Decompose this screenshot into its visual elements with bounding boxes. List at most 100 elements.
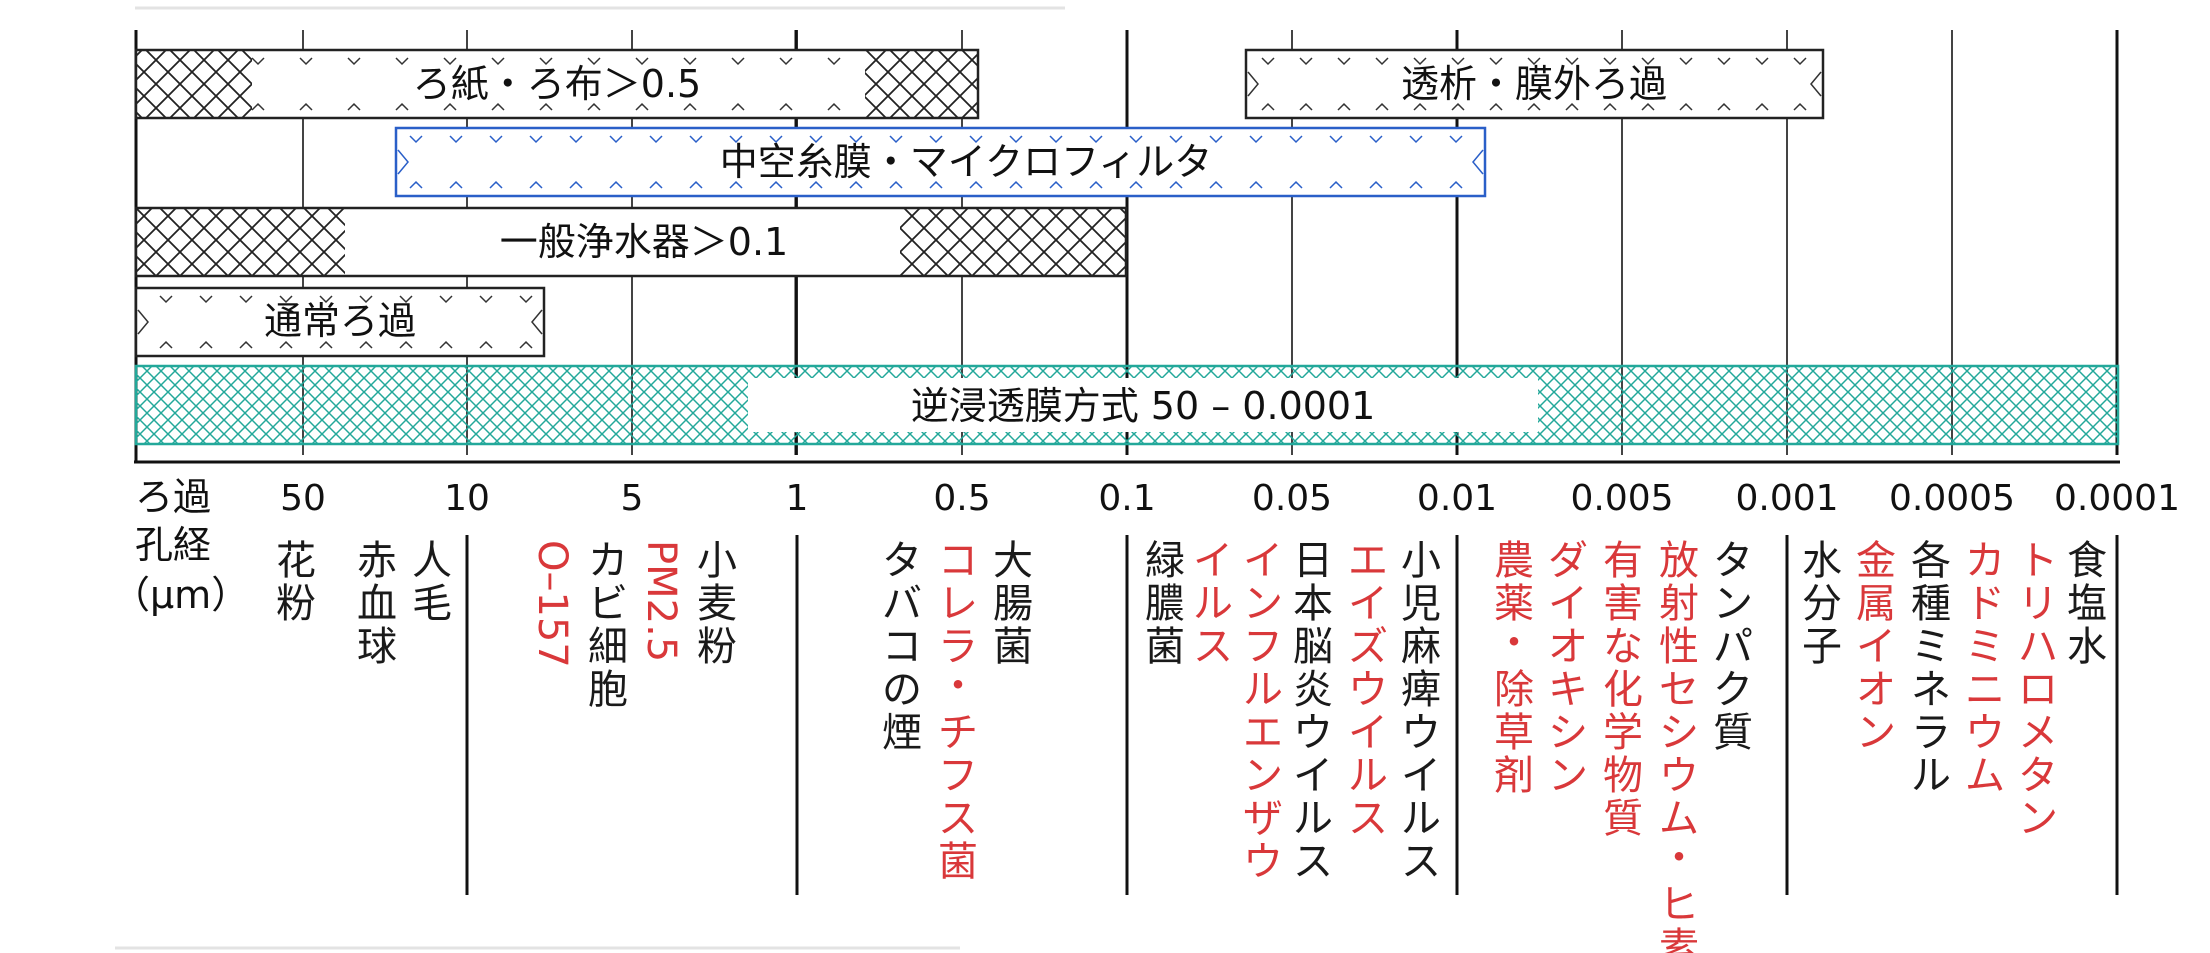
tick-label: 0.0005 <box>1889 478 2015 519</box>
item-char: タ <box>1713 538 1753 584</box>
scale-title-line-1: ろ過 <box>135 475 211 519</box>
item-char: の <box>882 667 922 713</box>
item-char: 質 <box>1713 710 1753 756</box>
item-char: シ <box>1659 710 1699 756</box>
item-char: コ <box>882 624 922 670</box>
item-char: ニ <box>1965 667 2005 713</box>
item-sekkekkyu: 赤血球 <box>357 538 397 670</box>
item-char: 分 <box>1802 581 1842 627</box>
item-char: 痺 <box>1401 667 1441 713</box>
item-char: ン <box>1856 710 1896 756</box>
item-char: 物 <box>1603 753 1643 799</box>
item-char: 大 <box>993 538 1033 584</box>
item-char: 菌 <box>1145 624 1185 670</box>
item-char: オ <box>1856 667 1896 713</box>
item-kafun: 花粉 <box>276 538 316 627</box>
item-char: ム <box>1965 753 2005 799</box>
item-char: ス <box>1348 796 1388 842</box>
item-char: 胞 <box>588 667 628 713</box>
tick-label: 0.1 <box>1098 478 1155 519</box>
item-char: 質 <box>1603 796 1643 842</box>
item-char: 腸 <box>993 581 1033 627</box>
lower-dividers <box>465 535 2119 895</box>
item-char: ル <box>1293 796 1333 842</box>
item-char: 粉 <box>276 581 316 627</box>
item-char: 本 <box>1293 581 1333 627</box>
tick-label: 0.05 <box>1252 478 1332 519</box>
item-char: ス <box>1401 839 1441 885</box>
item-char: 脳 <box>1293 624 1333 670</box>
tick-label: 0.5 <box>933 478 990 519</box>
item-char: シ <box>1548 710 1588 756</box>
item-char: タ <box>882 538 922 584</box>
item-pm25: PM2.5 <box>638 540 684 662</box>
item-char: 水 <box>2067 624 2107 670</box>
item-char: ル <box>1348 753 1388 799</box>
item-char: バ <box>882 581 922 627</box>
item-char: 花 <box>276 538 316 584</box>
item-char: ザ <box>1243 796 1283 842</box>
item-komugi: 小麦粉 <box>697 538 737 670</box>
item-char: カ <box>1965 538 2005 584</box>
item-char: メ <box>2018 710 2058 756</box>
tick-label: 0.0001 <box>2054 478 2180 519</box>
item-ryokunokin: 緑膿菌 <box>1145 538 1185 670</box>
item-char: ル <box>1911 753 1951 799</box>
item-char: 炎 <box>1293 667 1333 713</box>
item-char: フ <box>938 753 978 799</box>
item-char: 剤 <box>1494 753 1534 799</box>
filter-paper-label: ろ紙・ろ布＞0.5 <box>413 62 701 106</box>
item-noyaku: 農薬・除草剤 <box>1494 538 1534 799</box>
item-char: ハ <box>2018 624 2058 670</box>
item-char: 球 <box>357 624 397 670</box>
item-char: ダ <box>1548 538 1588 584</box>
item-char: ン <box>1713 581 1753 627</box>
item-char: 属 <box>1856 581 1896 627</box>
filter-bar-general: 一般浄水器＞0.1 <box>134 206 1128 278</box>
tick-label: 0.01 <box>1417 478 1497 519</box>
item-char: 射 <box>1659 581 1699 627</box>
item-char: イ <box>1548 581 1588 627</box>
item-char: キ <box>1548 667 1588 713</box>
filter-bar-dialysis: 透析・膜外ろ過 <box>1244 48 1825 120</box>
item-char: ズ <box>1348 624 1388 670</box>
item-char: 各 <box>1911 538 1951 584</box>
item-char: 煙 <box>882 710 922 756</box>
item-char: 赤 <box>357 538 397 584</box>
item-char: 学 <box>1603 710 1643 756</box>
item-char: 細 <box>588 624 628 670</box>
item-char: ウ <box>1293 710 1333 756</box>
item-char: 児 <box>1401 581 1441 627</box>
filter-hollow-label: 中空糸膜・マイクロフィルタ <box>720 140 1212 184</box>
item-char: 麦 <box>697 581 737 627</box>
item-char: イ <box>1243 538 1283 584</box>
item-char: ウ <box>1348 667 1388 713</box>
item-char: ラ <box>1911 710 1951 756</box>
scale-title-line-2: 孔経 <box>135 523 211 567</box>
tick-label: 0.005 <box>1570 478 1673 519</box>
item-char: ク <box>1713 667 1753 713</box>
item-char: 薬 <box>1494 581 1534 627</box>
item-char: ド <box>1965 581 2005 627</box>
filter-bar-ro: 逆浸透膜方式 50 – 0.0001 <box>134 364 2120 446</box>
item-char: 緑 <box>1145 538 1185 584</box>
item-char: イ <box>1348 581 1388 627</box>
item-char: 金 <box>1856 538 1896 584</box>
item-char: ン <box>1548 753 1588 799</box>
item-char: ビ <box>588 581 628 627</box>
item-char: パ <box>1713 624 1753 670</box>
filter-bar-paper: ろ紙・ろ布＞0.5 <box>134 48 980 120</box>
item-char: ウ <box>1401 710 1441 756</box>
item-char: ウ <box>1965 710 2005 756</box>
item-char: ル <box>1193 581 1233 627</box>
item-char: 菌 <box>938 839 978 885</box>
